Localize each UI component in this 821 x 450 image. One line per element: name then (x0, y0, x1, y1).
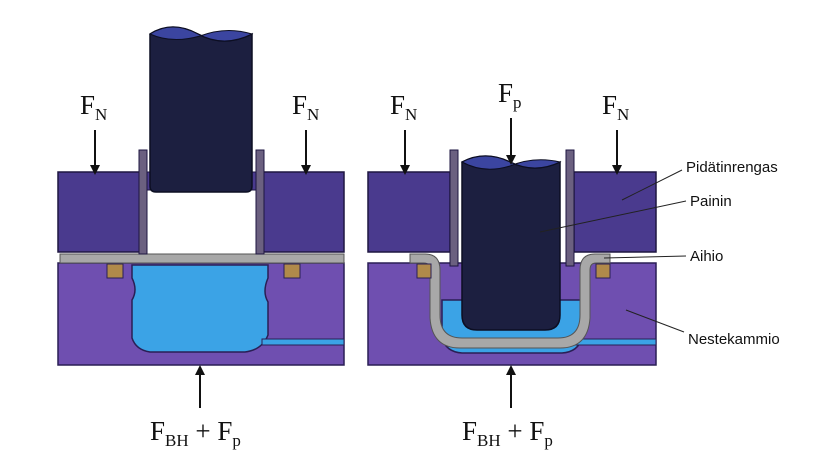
left-bottom-force-label: FBH + Fp (150, 416, 241, 450)
left-fn-right-label: FN (292, 90, 319, 124)
right-seal-left (416, 263, 432, 279)
callout-pidatinrengas: Pidätinrengas (686, 159, 778, 176)
right-punch (461, 155, 561, 331)
left-fluid-channel (261, 338, 345, 346)
left-holder-right (261, 171, 345, 253)
left-panel: FN FN FBH + Fp (57, 26, 345, 450)
left-punch (149, 26, 253, 193)
right-fn-right-label: FN (602, 90, 629, 124)
right-bottom-force-label: FBH + Fp (462, 416, 553, 450)
right-holder-left (367, 171, 451, 253)
left-seal-left (106, 263, 124, 279)
callout-line-aihio (603, 255, 687, 259)
left-holder-left (57, 171, 141, 253)
right-holder-right (573, 171, 657, 253)
right-guide-left (449, 149, 459, 267)
right-fluid-channel (575, 338, 657, 346)
left-punch-top (148, 26, 254, 42)
left-blank (59, 253, 345, 264)
callout-painin: Painin (690, 193, 732, 210)
right-fp-label: Fp (498, 78, 522, 112)
right-guide-right (565, 149, 575, 267)
callout-line-painin (539, 200, 687, 233)
right-panel: FN Fp FN FBH + Fp (367, 78, 657, 450)
callout-nestekammio: Nestekammio (688, 331, 780, 348)
callouts: Pidätinrengas Painin Aihio Nestekammio (539, 159, 780, 348)
callout-aihio: Aihio (690, 248, 723, 265)
callout-line-pidatinrengas (621, 169, 683, 201)
left-seal-right (283, 263, 301, 279)
left-guide-right (255, 149, 265, 255)
left-fn-left-label: FN (80, 90, 107, 124)
left-fluid-chamber (131, 264, 269, 353)
callout-line-nestekammio (625, 309, 685, 333)
left-guide-left (138, 149, 148, 255)
right-seal-right (595, 263, 611, 279)
right-fn-left-label: FN (390, 90, 417, 124)
right-formed-blank (409, 253, 611, 349)
